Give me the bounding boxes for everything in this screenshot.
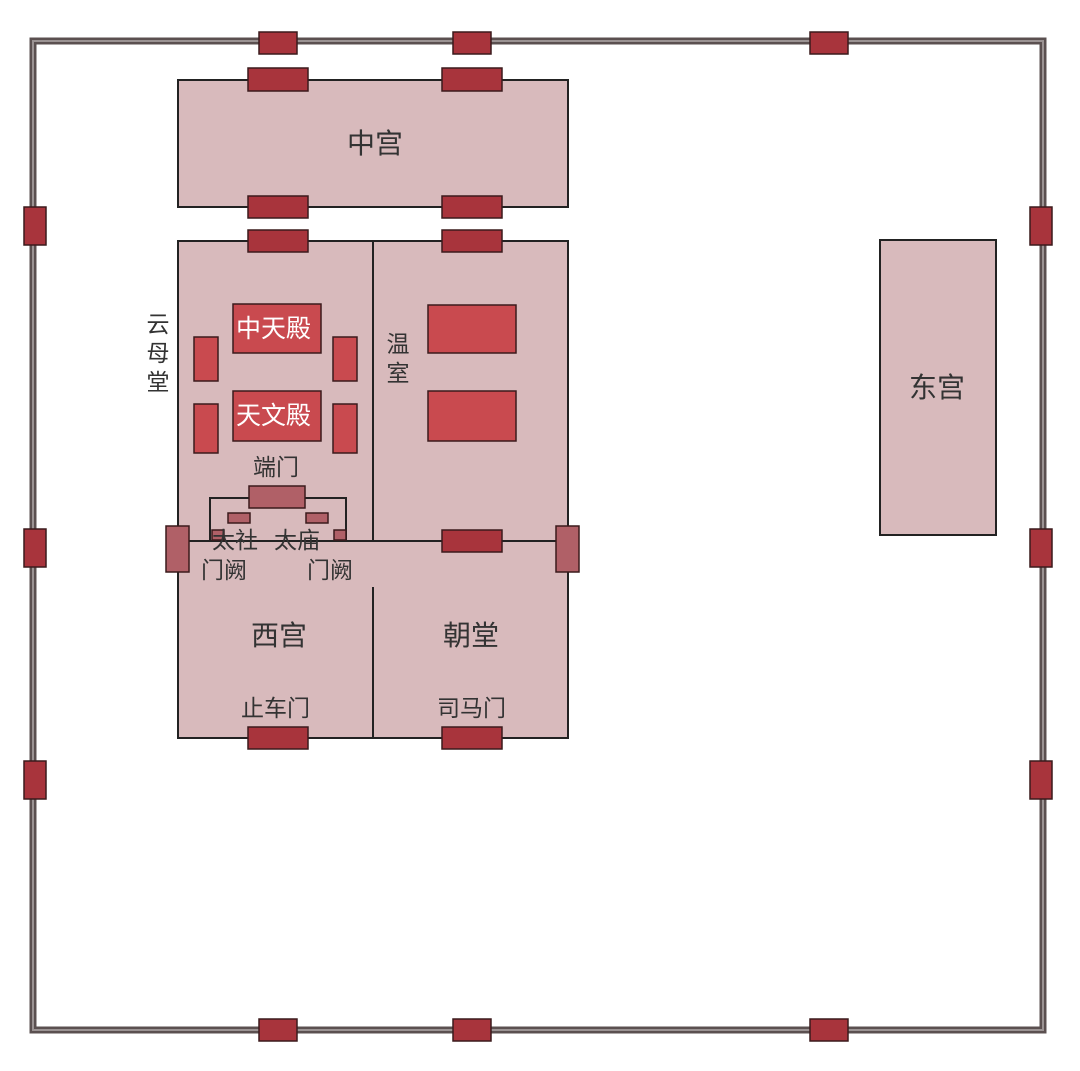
zhong-gong-south-gate-1	[247, 195, 309, 219]
tian-wen-dian-label: 天文殿	[236, 401, 312, 430]
wen-shi-label: 温室	[382, 332, 408, 390]
tai-she-men-que-label: 门阙	[201, 558, 247, 584]
outer-gate-top-2	[452, 31, 492, 55]
outer-gate-left-1	[23, 206, 47, 246]
palace-north-gate-2	[441, 229, 503, 253]
duan-men-label: 端门	[253, 455, 299, 481]
courtyard-gates	[247, 67, 503, 750]
yun-mu-tang-label: 云母堂	[142, 312, 168, 399]
tai-miao-men-que	[305, 512, 329, 524]
zhong-gong-north-gate-1	[247, 67, 309, 92]
si-ma-men-gate	[441, 726, 503, 750]
interior-walls	[178, 241, 568, 738]
zhong-tian-dian-label: 中天殿	[236, 314, 312, 343]
zhong-gong-label: 中宫	[347, 127, 404, 160]
dong-gong-label: 东宫	[909, 371, 966, 404]
east-side-gate	[555, 525, 580, 573]
outer-gate-right-2	[1029, 528, 1053, 568]
wen-shi-south-gate	[441, 529, 503, 553]
zhong-tian-dian-hall	[232, 303, 322, 354]
outer-gate-bottom-2	[452, 1018, 492, 1042]
outer-gate-bottom-1	[258, 1018, 298, 1042]
side-gates	[165, 485, 580, 573]
tai-miao-label: 太庙	[274, 528, 320, 554]
xi-gong-label: 西宫	[251, 619, 308, 652]
side-hall-east-2	[332, 403, 358, 454]
outer-gate-right-1	[1029, 206, 1053, 246]
tian-wen-dian-hall	[232, 390, 322, 442]
tai-she-men-que-base	[211, 529, 225, 541]
zhong-gong-courtyard	[177, 79, 569, 208]
tai-she-men-que	[227, 512, 251, 524]
wen-shi-hall-2	[427, 390, 517, 442]
west-side-gate	[165, 525, 190, 573]
tai-miao-men-que-label: 门阙	[307, 558, 353, 584]
halls	[193, 303, 517, 454]
outer-wall-gates	[23, 31, 1053, 1042]
wen-shi-hall-1	[427, 304, 517, 354]
zhi-che-men-gate	[247, 726, 309, 750]
outer-gate-left-3	[23, 760, 47, 800]
dong-gong-courtyard	[879, 239, 997, 536]
side-hall-west-2	[193, 403, 219, 454]
duan-men-gate	[248, 485, 306, 509]
tai-miao-men-que-base	[333, 529, 347, 541]
outer-gate-right-3	[1029, 760, 1053, 800]
outer-gate-bottom-3	[809, 1018, 849, 1042]
zhi-che-men-label: 止车门	[241, 696, 310, 722]
tai-she-label: 太社	[212, 528, 258, 554]
si-ma-men-label: 司马门	[437, 696, 506, 722]
outer-gate-top-1	[258, 31, 298, 55]
palace-north-gate-1	[247, 229, 309, 253]
side-hall-west-1	[193, 336, 219, 382]
chao-tang-label: 朝堂	[443, 619, 500, 652]
zhong-gong-north-gate-2	[441, 67, 503, 92]
outer-gate-left-2	[23, 528, 47, 568]
zhong-gong-south-gate-2	[441, 195, 503, 219]
outer-gate-top-3	[809, 31, 849, 55]
side-hall-east-1	[332, 336, 358, 382]
